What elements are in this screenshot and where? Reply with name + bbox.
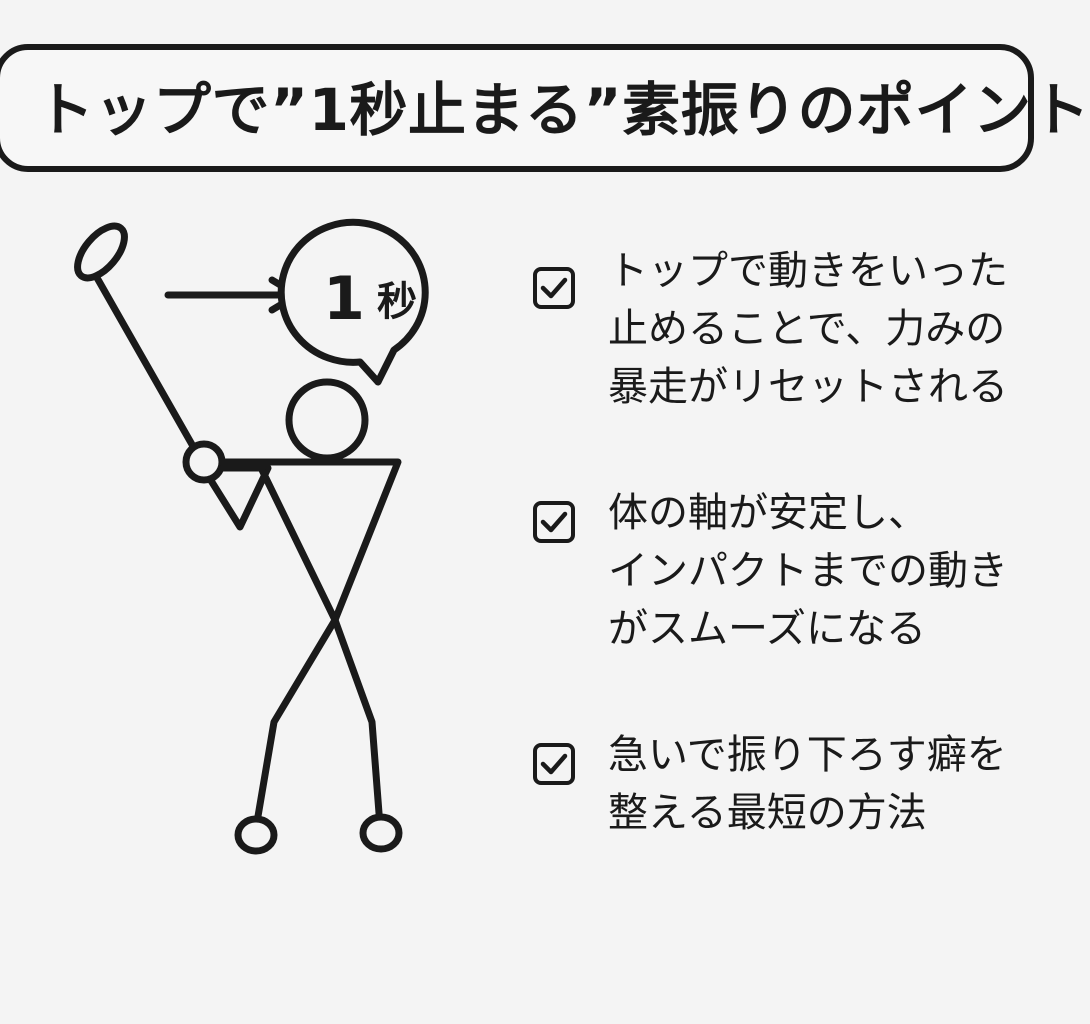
point-text: 急いで振り下ろす癖を 整える最短の方法	[608, 732, 1007, 836]
club-shaft	[92, 272, 198, 452]
checkbox-checked-icon	[533, 743, 575, 785]
golfer-illustration: 1 秒	[74, 218, 429, 855]
list-item: トップで動きをいった 止めることで、力みの 暴走がリセットされる	[528, 238, 1024, 418]
checkbox-checked-icon	[533, 267, 575, 309]
list-item: 急いで振り下ろす癖を 整える最短の方法	[528, 726, 1024, 906]
left-foot	[234, 815, 278, 855]
list-item: 体の軸が安定し、 インパクトまでの動き がスムーズになる	[528, 484, 1024, 664]
title-banner	[0, 44, 1034, 172]
torso	[218, 458, 402, 624]
bubble-number: 1	[323, 264, 365, 334]
right-leg	[331, 616, 384, 830]
head	[285, 378, 369, 462]
checkbox-checked-icon	[533, 501, 575, 543]
page-title: トップで”1秒止まる”素振りのポイント	[36, 76, 1090, 144]
speech-bubble	[277, 218, 429, 386]
arrow-right-icon	[164, 276, 301, 314]
bubble-unit: 秒	[377, 279, 417, 325]
left-leg	[252, 616, 339, 832]
point-text: 体の軸が安定し、 インパクトまでの動き がスムーズになる	[608, 490, 1008, 652]
point-text: トップで動きをいった 止めることで、力みの 暴走がリセットされる	[608, 248, 1008, 410]
arm	[206, 464, 272, 531]
hands	[182, 440, 226, 484]
right-foot	[359, 813, 403, 853]
point-list: トップで動きをいった 止めることで、力みの 暴走がリセットされる 体の軸が安定し…	[528, 0, 1024, 1024]
club-head	[74, 222, 128, 282]
